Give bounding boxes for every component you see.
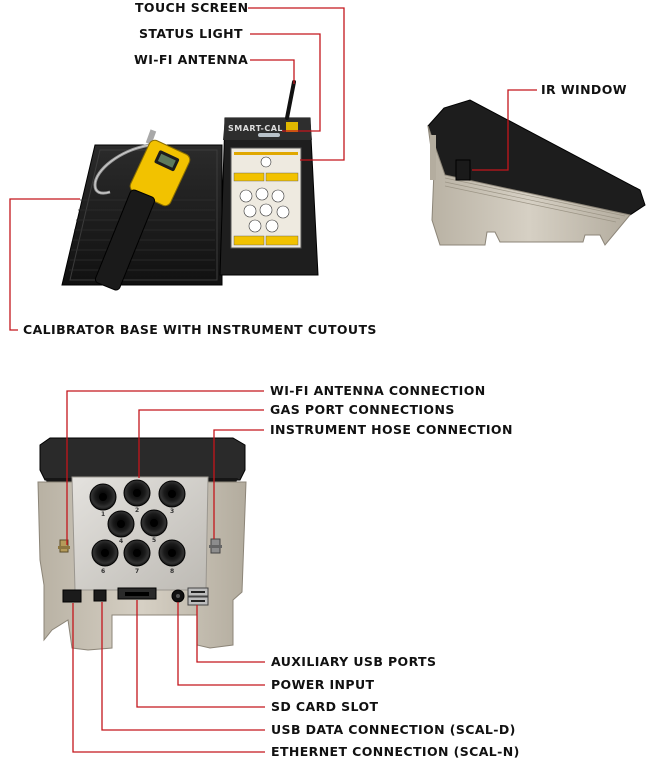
status-light [258,133,280,137]
instrument-hose-connection-label: INSTRUMENT HOSE CONNECTION [270,422,513,437]
rear-view: 1 2 3 4 5 6 7 8 [37,437,247,651]
status-light-label: STATUS LIGHT [139,26,243,41]
usb-data-connection-leader [101,602,265,731]
auxiliary-usb-ports-leader [196,605,265,663]
ethernet-connection-leader [72,603,265,753]
wifi-antenna-connection-label: WI-FI ANTENNA CONNECTION [270,383,486,398]
power-input-label: POWER INPUT [271,677,375,692]
touch-screen [230,147,302,249]
port-number-6: 6 [101,568,105,575]
port-number-2: 2 [135,507,139,514]
status-light-leader [250,33,321,132]
ethernet-port [62,589,82,603]
wifi-antenna-connection-leader [66,390,264,545]
sd-card-slot-label: SD CARD SLOT [271,699,379,714]
auxiliary-usb-ports-label: AUXILIARY USB PORTS [271,654,437,669]
calibrator-base-label: CALIBRATOR BASE WITH INSTRUMENT CUTOUTS [23,322,377,337]
gas-ports [89,479,186,567]
touch-screen-label: TOUCH SCREEN [135,0,249,15]
ir-window-label: IR WINDOW [541,82,627,97]
ir-window-leader [472,89,537,171]
port-number-4: 4 [119,538,123,545]
port-number-3: 3 [170,508,174,515]
usb-data-connection-label: USB DATA CONNECTION (SCAL-D) [271,722,516,737]
port-number-8: 8 [170,568,174,575]
sd-card-slot-leader [136,600,265,708]
wifi-antenna-leader [250,59,295,84]
brand-label: SMART-CAL [228,124,283,133]
usb-data-port [93,589,107,602]
auxiliary-usb-ports [187,587,209,606]
wifi-antenna-label: WI-FI ANTENNA [134,52,249,67]
port-number-7: 7 [135,568,139,575]
ethernet-connection-label: ETHERNET CONNECTION (SCAL-N) [271,744,520,759]
side-profile-view [427,99,646,246]
gas-detector-instrument [93,129,191,291]
instrument-hose-connector [209,538,222,554]
calibrator-base-leader [9,198,80,331]
smart-cal-unit: SMART-CAL [219,80,319,276]
instrument-hose-connection-leader [213,429,264,539]
wifi-antenna-connector [58,539,70,553]
ir-window [455,159,471,181]
gas-port-connections-label: GAS PORT CONNECTIONS [270,402,455,417]
port-number-1: 1 [101,511,105,518]
port-number-5: 5 [152,537,156,544]
touch-screen-leader [248,7,345,161]
leader-lines [9,7,537,753]
gas-port-connections-leader [138,409,264,478]
wifi-antenna [285,80,296,120]
power-input-leader [177,602,265,686]
